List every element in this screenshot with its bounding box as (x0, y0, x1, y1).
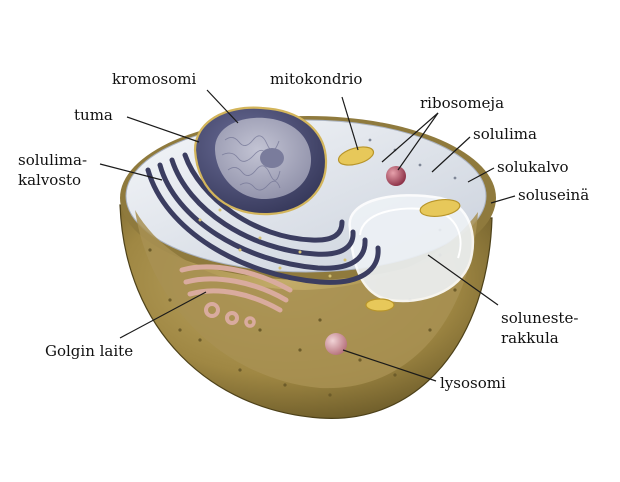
labels: kromosomi mitokondrio ribosomeja tuma so… (18, 70, 589, 392)
leader-solulima (431, 136, 471, 173)
nucleus (193, 106, 328, 216)
label-lysosomi: lysosomi (440, 374, 506, 392)
leader-solukalvo (467, 167, 495, 183)
nucleolus (260, 148, 284, 168)
label-solulimakalvosto-line1: solulima- (18, 151, 87, 169)
leader-lines (99, 89, 516, 382)
ribosome-blob (386, 166, 406, 186)
cytoplasm-fill (135, 210, 478, 389)
label-solulimakalvosto-line2: kalvosto (18, 171, 81, 189)
label-solunesterakkula-line1: soluneste- (501, 309, 578, 327)
leader-solunesterakkula (427, 254, 499, 306)
label-solunesterakkula-line2: rakkula (501, 329, 559, 347)
leader-mitokondrio (341, 96, 359, 151)
mitochondrion-2 (419, 199, 461, 217)
label-mitokondrio: mitokondrio (270, 70, 362, 88)
mitochondrion-3 (365, 298, 395, 312)
label-kromosomi: kromosomi (112, 70, 196, 88)
leader-golgin-laite (119, 291, 207, 339)
label-ribosomeja: ribosomeja (420, 94, 504, 112)
leader-solulimakalvosto (99, 163, 163, 181)
leader-tuma (126, 116, 200, 143)
vacuole (348, 194, 475, 303)
leader-lysosomi (342, 349, 437, 382)
leader-kromosomi (206, 89, 239, 124)
endoplasmic-reticulum (145, 152, 381, 285)
label-soluseina: soluseinä (518, 186, 589, 204)
leader-soluseina (490, 195, 516, 204)
label-solulima: solulima (473, 125, 537, 143)
label-solukalvo: solukalvo (497, 158, 569, 176)
mitochondrion-1 (337, 146, 375, 166)
leader-ribosomeja-a (381, 112, 439, 163)
label-golgin-laite: Golgin laite (45, 342, 133, 360)
lysosome (325, 333, 347, 355)
er-ribosomes (198, 208, 347, 278)
golgi-apparatus (179, 264, 293, 328)
leader-ribosomeja-b (397, 112, 439, 171)
label-tuma: tuma (74, 106, 113, 124)
